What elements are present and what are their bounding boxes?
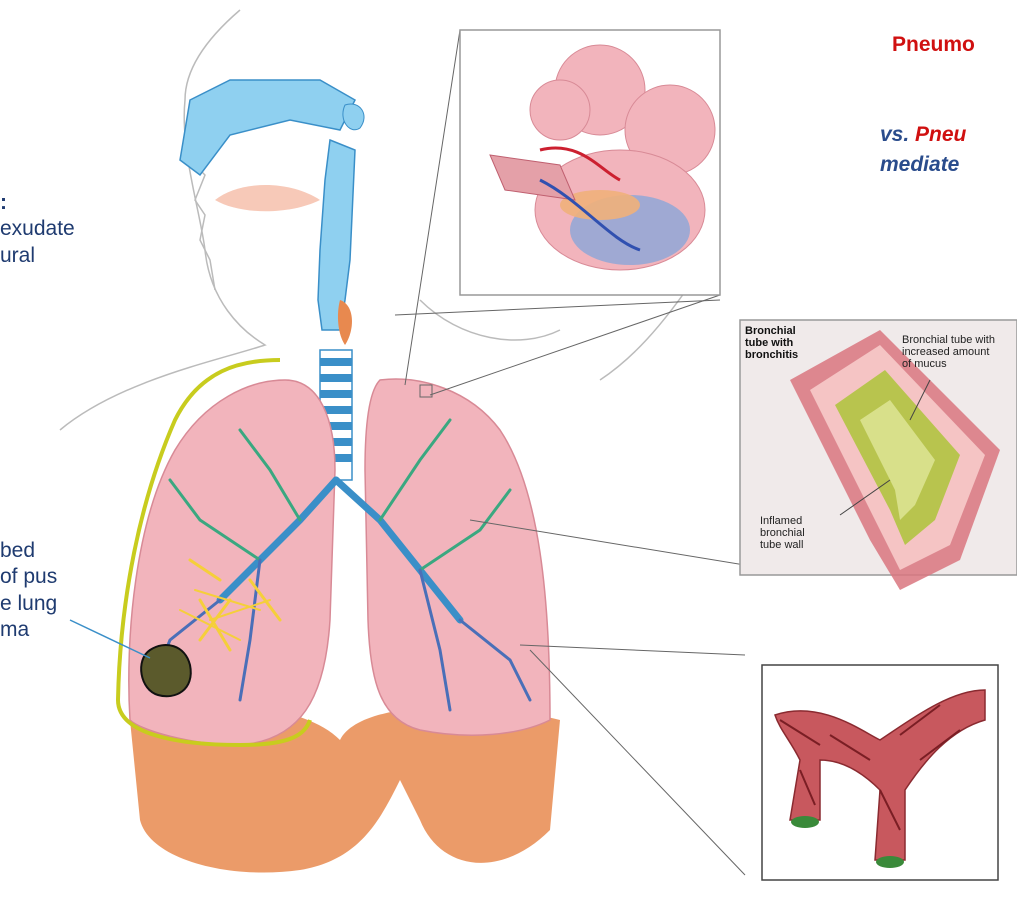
shoulder-outline	[420, 300, 560, 340]
left-annotation-1: : exudate ural	[0, 190, 75, 269]
right-line-2-prefix: vs.	[880, 123, 915, 146]
pointer-line-3	[430, 295, 720, 395]
bronchitis-label-top-left-3: bronchitis	[745, 349, 798, 361]
right-line-3: mediate	[880, 152, 959, 178]
bronchitis-label-bottom-left-2: bronchial	[760, 527, 805, 539]
bronchitis-label-bottom-left-1: Inflamed	[760, 515, 805, 527]
left-annotation-2-line-2: of pus	[0, 564, 57, 590]
sinus	[343, 104, 364, 130]
lung-abscess	[141, 645, 191, 696]
pharynx	[318, 140, 355, 330]
bronchitis-label-top-right-1: Bronchial tube with	[902, 334, 995, 346]
bronchitis-label-top-left-1: Bronchial	[745, 325, 798, 337]
bronchitis-label-bottom-left: Inflamed bronchial tube wall	[760, 515, 805, 551]
pointer-line-6	[530, 650, 745, 875]
bronchitis-label-bottom-left-3: tube wall	[760, 539, 805, 551]
pointer-line-2	[405, 30, 460, 385]
bronchitis-label-top-right-3: of mucus	[902, 358, 995, 370]
oral-cavity	[215, 185, 320, 211]
left-annotation-1-line-1: :	[0, 190, 75, 216]
pointer-line-5	[520, 645, 745, 655]
right-title: Pneumo	[892, 32, 975, 58]
left-annotation-2-line-3: e lung	[0, 591, 57, 617]
right-line-2: vs. Pneu	[880, 122, 966, 148]
alveoli-inset	[460, 30, 720, 295]
bronchitis-label-top-right: Bronchial tube with increased amount of …	[902, 334, 995, 370]
left-annotation-2-line-4: ma	[0, 617, 57, 643]
left-annotation-1-line-3: ural	[0, 243, 75, 269]
bronchi-panel	[762, 665, 998, 880]
esophagus-mark	[338, 300, 352, 345]
left-annotation-2: bed of pus e lung ma	[0, 538, 57, 643]
left-annotation-2-line-1: bed	[0, 538, 57, 564]
bronchitis-label-top-left-2: tube with	[745, 337, 798, 349]
bronchitis-label-top-right-2: increased amount	[902, 346, 995, 358]
bronchitis-label-top-left: Bronchial tube with bronchitis	[745, 325, 798, 361]
right-line-2-red: Pneu	[915, 123, 966, 146]
pointer-line-1	[395, 300, 720, 315]
left-annotation-1-line-2: exudate	[0, 216, 75, 242]
